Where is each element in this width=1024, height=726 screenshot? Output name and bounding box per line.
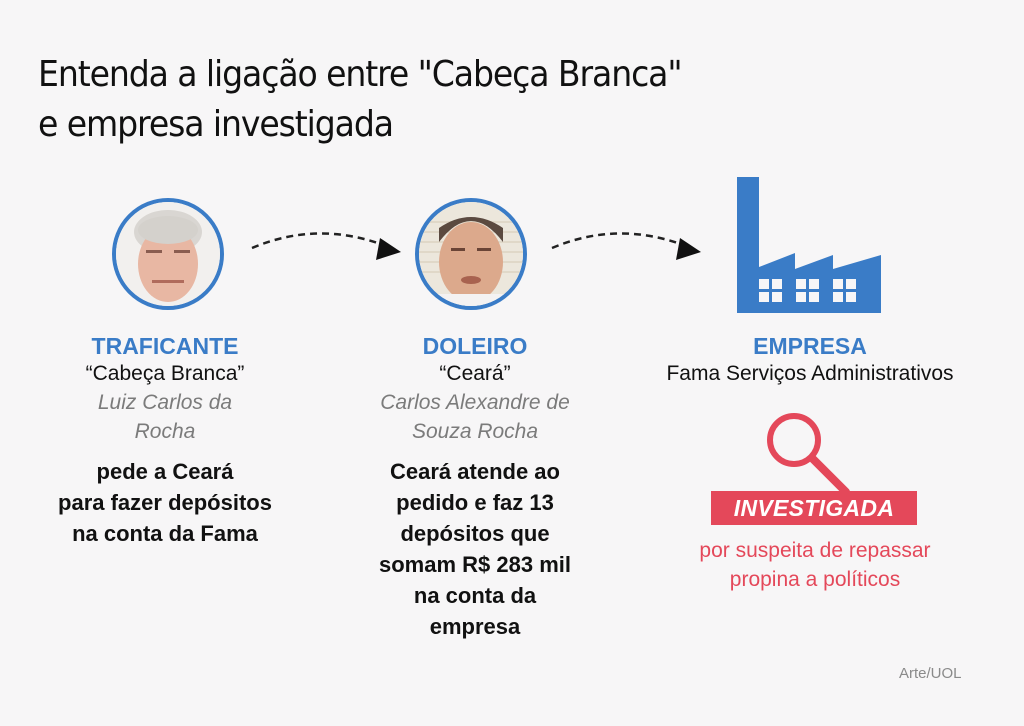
full-name-line-2: Souza Rocha [411,420,539,443]
role-label: EMPRESA [753,333,867,359]
company-name: Fama Serviços Administrativos [666,362,954,385]
factory-icon [737,177,881,313]
node-company: EMPRESA Fama Serviços Administrativos [630,332,990,388]
nickname: “Cabeça Branca” [85,362,245,385]
description-line: pedido e faz 13 [396,490,554,515]
description-line: empresa [429,614,521,639]
investigated-badge: INVESTIGADA [711,491,917,525]
description-line: para fazer depósitos [58,490,272,515]
description-line: Ceará atende ao [390,459,560,484]
dashed-arrow-icon [551,232,701,260]
investigation-reason: por suspeita de repassar propina a polít… [650,536,980,594]
portrait-photo-icon [419,202,523,306]
reason-line-1: por suspeita de repassar [699,539,931,562]
role-label: DOLEIRO [422,333,528,359]
page-title: Entenda a ligação entre "Cabeça Branca" … [38,50,866,150]
credit-label: Arte/UOL [899,665,962,682]
full-name-line-1: Carlos Alexandre de [380,391,570,414]
money-changer-portrait [415,198,527,310]
description: pede a Ceará para fazer depósitos na con… [20,456,310,549]
node-trafficker: TRAFICANTE “Cabeça Branca” Luiz Carlos d… [20,332,310,549]
description-line: na conta da Fama [72,521,258,546]
full-name-line-2: Rocha [134,420,196,443]
role-label: TRAFICANTE [91,333,239,359]
description-line: somam R$ 283 mil [379,552,571,577]
description: Ceará atende ao pedido e faz 13 depósito… [330,456,620,642]
description-line: depósitos que [400,521,550,546]
dashed-arrow-icon [251,232,401,260]
portrait-photo-icon [116,202,220,306]
description-line: pede a Ceará [96,459,234,484]
node-money-changer: DOLEIRO “Ceará” Carlos Alexandre de Souz… [330,332,620,642]
title-line-2: e empresa investigada [38,104,394,145]
reason-line-2: propina a políticos [729,568,901,591]
trafficker-portrait [112,198,224,310]
description-line: na conta da [413,583,537,608]
title-line-1: Entenda a ligação entre "Cabeça Branca" [38,54,683,95]
nickname: “Ceará” [439,362,511,385]
magnifier-icon [767,413,850,495]
full-name-line-1: Luiz Carlos da [97,391,233,414]
